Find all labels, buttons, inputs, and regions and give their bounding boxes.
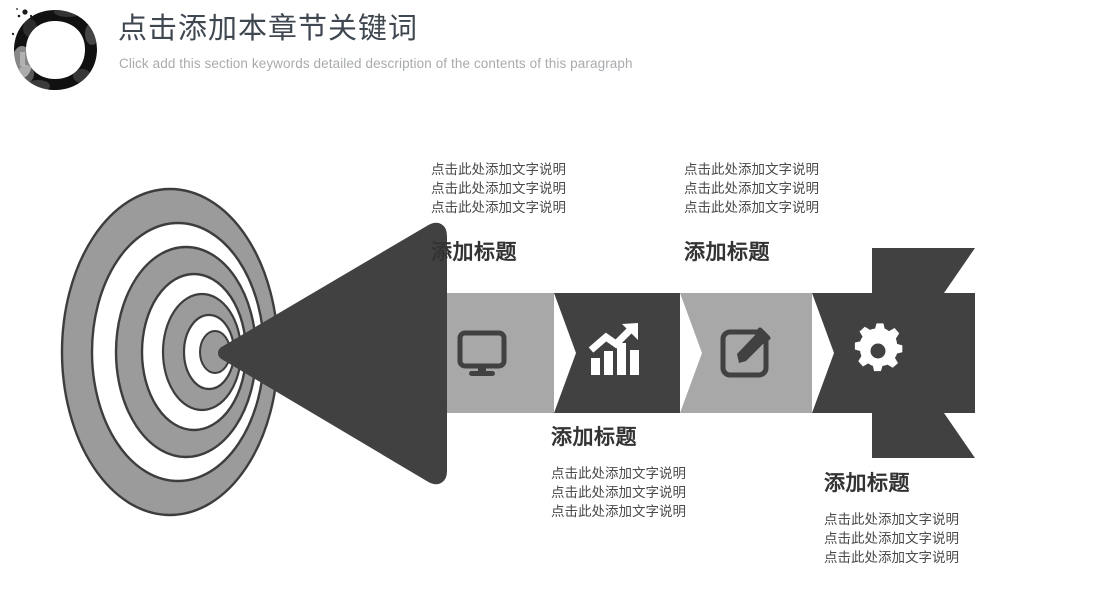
arrow-process-diagram (0, 100, 1096, 601)
arrow-fletching-icon (872, 248, 975, 458)
text-block-3: 添加标题 点击此处添加文字说明 点击此处添加文字说明 点击此处添加文字说明 (551, 424, 686, 521)
text-block-1: 点击此处添加文字说明 点击此处添加文字说明 点击此处添加文字说明 添加标题 (431, 160, 566, 267)
text-line: 点击此处添加文字说明 (551, 485, 686, 500)
text-line: 点击此处添加文字说明 (824, 531, 959, 546)
text-block-2-heading: 添加标题 (684, 241, 770, 264)
text-block-4-lines: 点击此处添加文字说明 点击此处添加文字说明 点击此处添加文字说明 (824, 510, 959, 567)
text-block-4-heading: 添加标题 (824, 472, 910, 495)
text-line: 点击此处添加文字说明 (551, 466, 686, 481)
text-block-3-lines: 点击此处添加文字说明 点击此处添加文字说明 点击此处添加文字说明 (551, 464, 686, 521)
text-line: 点击此处添加文字说明 (551, 504, 686, 519)
text-block-1-lines: 点击此处添加文字说明 点击此处添加文字说明 点击此处添加文字说明 (431, 160, 566, 217)
gear-icon (854, 323, 903, 372)
text-block-2: 点击此处添加文字说明 点击此处添加文字说明 点击此处添加文字说明 添加标题 (684, 160, 819, 267)
text-block-2-lines: 点击此处添加文字说明 点击此处添加文字说明 点击此处添加文字说明 (684, 160, 819, 217)
edit-square-icon (720, 327, 771, 378)
growth-chart-icon (588, 323, 639, 375)
page-subtitle: Click add this section keywords detailed… (119, 56, 633, 71)
enso-ink-circle-icon (8, 4, 104, 96)
text-line: 点击此处添加文字说明 (431, 181, 566, 196)
text-line: 点击此处添加文字说明 (431, 200, 566, 215)
bullseye-target-icon (60, 187, 280, 517)
text-line: 点击此处添加文字说明 (684, 181, 819, 196)
text-line: 点击此处添加文字说明 (684, 200, 819, 215)
page-title: 点击添加本章节关键词 (118, 13, 419, 45)
text-block-4: 添加标题 点击此处添加文字说明 点击此处添加文字说明 点击此处添加文字说明 (824, 470, 959, 567)
monitor-icon (457, 330, 507, 376)
arrow-head-icon (218, 222, 447, 485)
text-line: 点击此处添加文字说明 (824, 512, 959, 527)
text-block-1-heading: 添加标题 (431, 241, 517, 264)
segment-1-monitor (424, 293, 554, 413)
text-line: 点击此处添加文字说明 (431, 162, 566, 177)
slide-header: 点击添加本章节关键词 Click add this section keywor… (0, 0, 1096, 100)
text-block-3-heading: 添加标题 (551, 426, 637, 449)
text-line: 点击此处添加文字说明 (684, 162, 819, 177)
text-line: 点击此处添加文字说明 (824, 550, 959, 565)
